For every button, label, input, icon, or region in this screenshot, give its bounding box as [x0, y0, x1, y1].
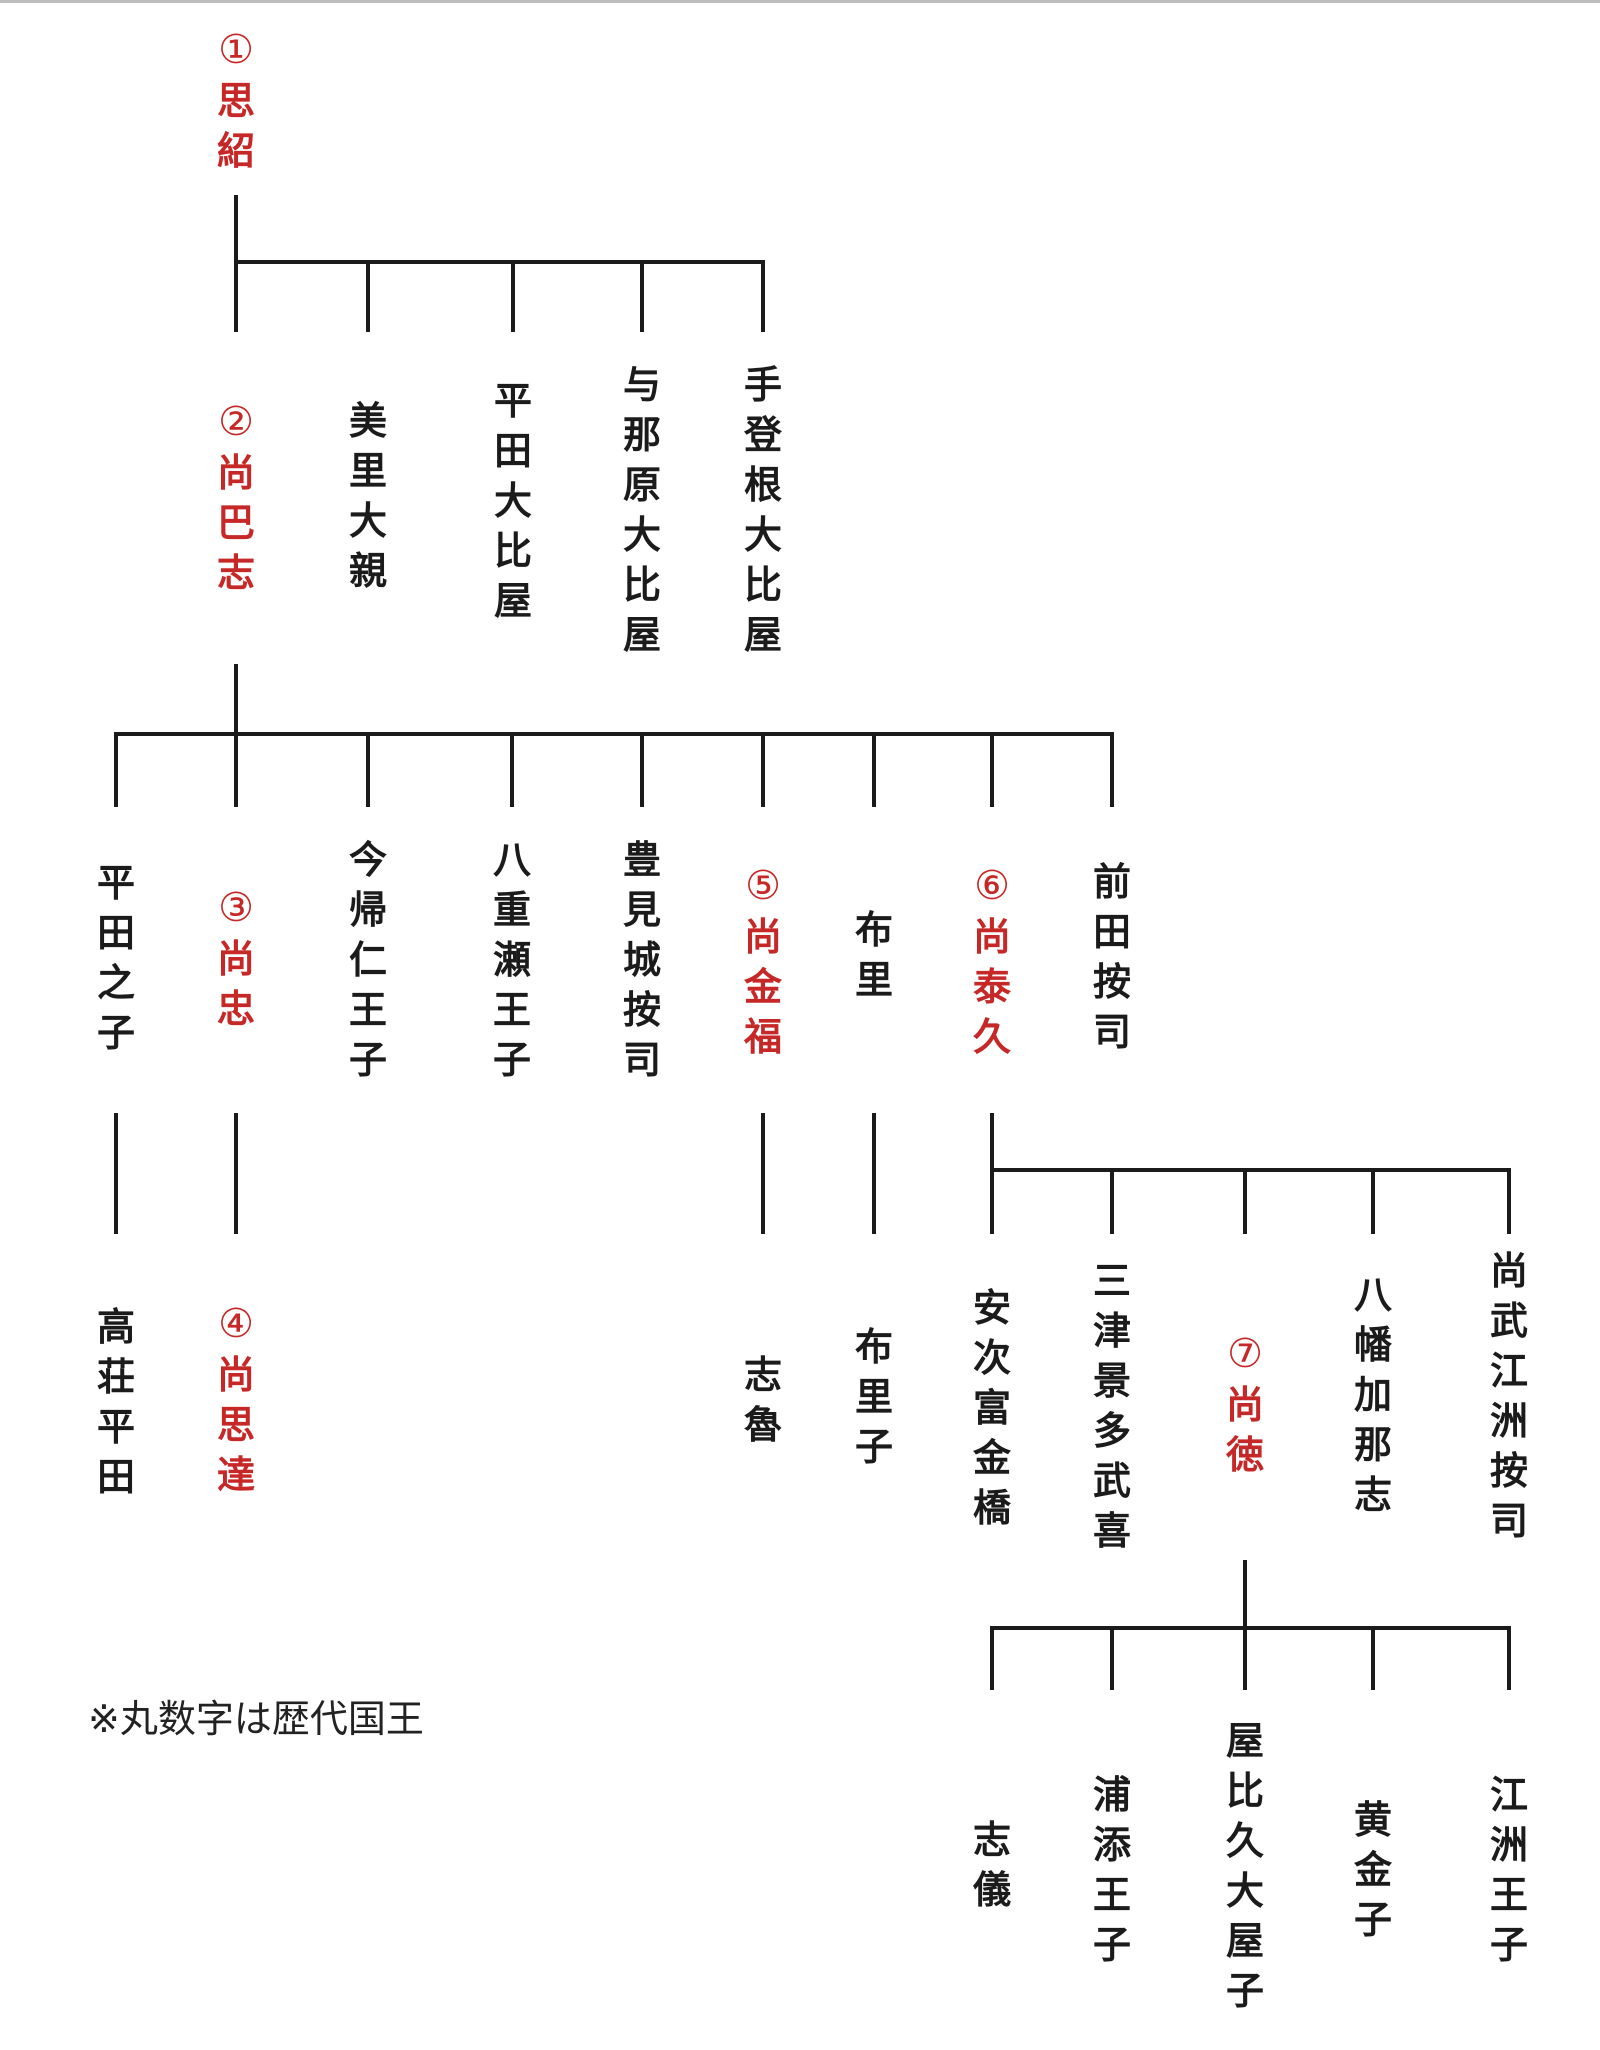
person-name-text: 平田之子: [96, 860, 135, 1055]
person-name: 浦添王子: [1084, 1770, 1140, 1970]
person-name-text: 尚忠: [216, 936, 255, 1031]
person-name-text: 尚武江洲按司: [1489, 1248, 1528, 1543]
person-name-text: 安次富金橋: [972, 1285, 1011, 1530]
person-name-text: 尚徳: [1225, 1382, 1264, 1477]
king-name: ⑤ 尚金福: [735, 860, 791, 1062]
person-name-text: 志魯: [743, 1352, 782, 1447]
person-name: 安次富金橋: [964, 1283, 1020, 1533]
person-name: 黄金子: [1345, 1795, 1401, 1945]
person-name-text: 江洲王子: [1489, 1772, 1528, 1967]
person-name-text: 美里大親: [348, 398, 387, 593]
top-border: [0, 0, 1600, 3]
king-name: ⑦ 尚徳: [1217, 1328, 1273, 1480]
person-name-text: 前田按司: [1092, 859, 1131, 1054]
person-name-text: 黄金子: [1353, 1797, 1392, 1942]
king-name: ④ 尚思達: [208, 1298, 264, 1500]
king-order-number: ⑥: [974, 863, 1010, 909]
person-name-text: 尚泰久: [972, 914, 1011, 1059]
person-name: 今帰仁王子: [340, 835, 396, 1085]
king-order-number: ③: [218, 885, 254, 931]
king-name: ② 尚巴志: [208, 396, 264, 598]
person-name-text: 今帰仁王子: [348, 837, 387, 1082]
king-order-number: ⑤: [745, 863, 781, 909]
person-name-text: 三津景多武喜: [1092, 1258, 1131, 1553]
person-name: 布里子: [846, 1322, 902, 1472]
person-name-text: 屋比久大屋子: [1225, 1718, 1264, 2013]
legend-note: ※丸数字は歴代国王: [88, 1697, 424, 1741]
king-order-number: ②: [218, 399, 254, 445]
person-name: 豊見城按司: [614, 835, 670, 1085]
person-name: 三津景多武喜: [1084, 1256, 1140, 1556]
person-name: 美里大親: [340, 396, 396, 596]
king-order-number: ①: [218, 27, 254, 73]
person-name-text: 浦添王子: [1092, 1772, 1131, 1967]
person-name: 前田按司: [1084, 857, 1140, 1057]
person-name-text: 布里: [854, 907, 893, 1002]
king-name: ① 思紹: [208, 24, 264, 176]
person-name-text: 平田大比屋: [493, 378, 532, 623]
person-name-text: 手登根大比屋: [743, 362, 782, 657]
person-name: 八重瀬王子: [484, 835, 540, 1085]
person-name: 与那原大比屋: [614, 360, 670, 660]
person-name-text: 与那原大比屋: [622, 362, 661, 657]
person-name-text: 尚思達: [216, 1352, 255, 1497]
person-name: 手登根大比屋: [735, 360, 791, 660]
person-name: 布里: [846, 905, 902, 1005]
person-name: 尚武江洲按司: [1481, 1246, 1537, 1546]
king-name: ③ 尚忠: [208, 882, 264, 1034]
person-name: 八幡加那志: [1345, 1270, 1401, 1520]
person-name-text: 志儀: [972, 1817, 1011, 1912]
person-name-text: 八幡加那志: [1353, 1272, 1392, 1517]
person-name-text: 尚巴志: [216, 450, 255, 595]
person-name-text: 豊見城按司: [622, 837, 661, 1082]
person-name: 平田之子: [88, 858, 144, 1058]
person-name-text: 布里子: [854, 1324, 893, 1469]
person-name-text: 八重瀬王子: [492, 837, 531, 1082]
person-name: 志魯: [735, 1350, 791, 1450]
king-order-number: ④: [218, 1301, 254, 1347]
king-name: ⑥ 尚泰久: [964, 860, 1020, 1062]
person-name: 屋比久大屋子: [1217, 1716, 1273, 2016]
person-name-text: 高荘平田: [96, 1304, 135, 1499]
person-name: 高荘平田: [88, 1302, 144, 1502]
person-name: 平田大比屋: [485, 376, 541, 626]
king-order-number: ⑦: [1227, 1331, 1263, 1377]
person-name-text: 尚金福: [743, 914, 782, 1059]
person-name-text: 思紹: [216, 78, 255, 173]
person-name: 江洲王子: [1481, 1770, 1537, 1970]
person-name: 志儀: [964, 1815, 1020, 1915]
